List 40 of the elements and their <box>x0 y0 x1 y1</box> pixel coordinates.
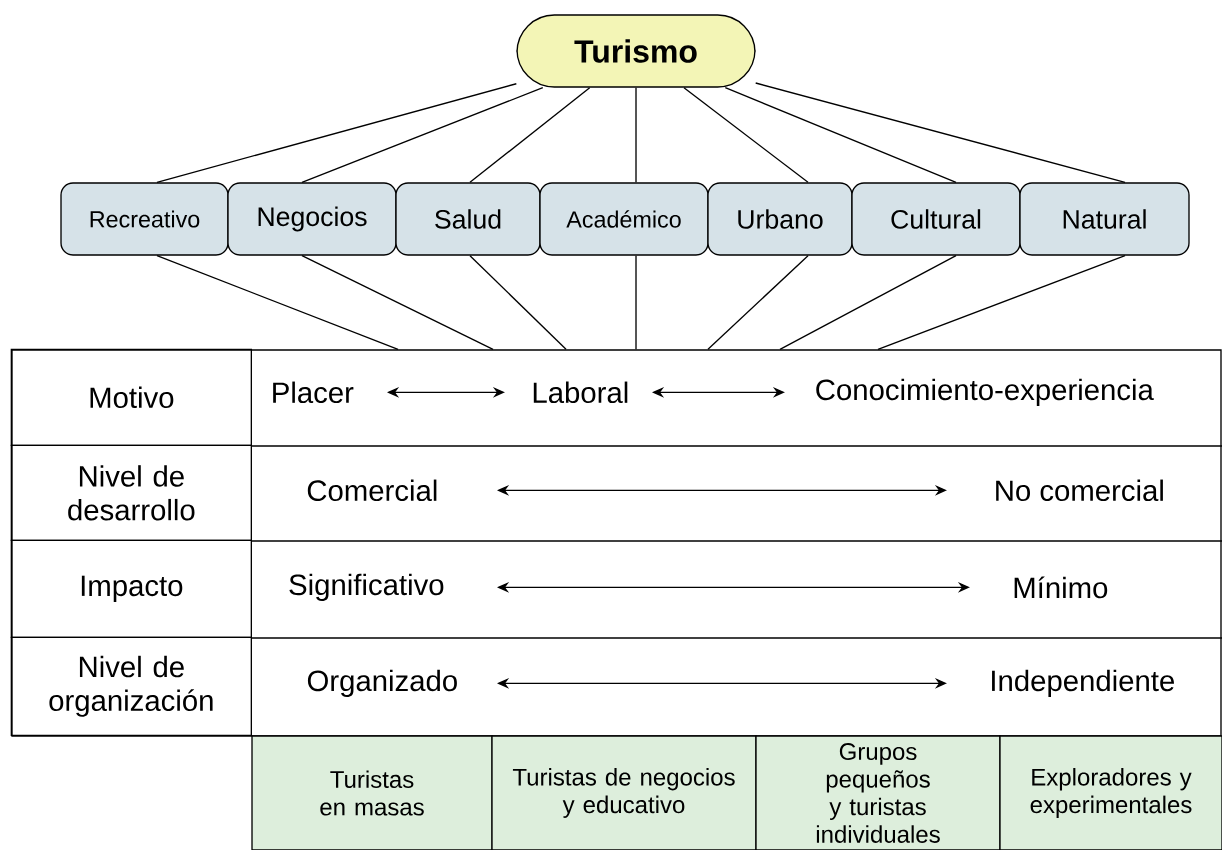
scale-label: Independiente <box>992 669 1174 697</box>
tourist-type-cell: Turistas de negocios y educativo <box>491 735 757 850</box>
connector-line <box>301 87 544 183</box>
category-box: Salud <box>395 182 541 256</box>
category-box: Natural <box>1019 182 1190 256</box>
scale-label: Conocimiento-experiencia <box>816 378 1154 406</box>
tourist-type-cell: Grupos pequeños y turistas individuales <box>755 735 1001 850</box>
connector-line <box>635 87 637 183</box>
scale-label: Significativo <box>289 573 444 601</box>
category-box: Académico <box>539 182 709 256</box>
connector-line <box>469 87 591 183</box>
connector-line <box>301 255 494 350</box>
category-box: Negocios <box>227 182 397 256</box>
scale-label: Mínimo <box>1014 576 1108 599</box>
scale-label: Placer <box>273 381 354 404</box>
connector-line <box>755 82 1126 183</box>
connector-line <box>635 255 637 350</box>
scale-label: Organizado <box>307 669 457 697</box>
category-box: Cultural <box>851 182 1021 256</box>
tourist-type-cell: Turistas en masas <box>251 735 493 850</box>
connector-line <box>683 87 809 183</box>
row-header-cell: Motivo <box>10 348 252 446</box>
category-box: Urbano <box>707 182 853 256</box>
table-frame <box>11 349 1222 737</box>
connector-line <box>779 255 957 350</box>
row-header-cell: Nivel de desarrollo <box>10 444 252 541</box>
connector-line <box>707 255 809 350</box>
connector-line <box>469 255 567 350</box>
row-header-cell: Nivel de organización <box>10 636 252 736</box>
connector-line <box>877 255 1126 350</box>
scale-label: Laboral <box>533 381 628 404</box>
category-box: Recreativo <box>60 182 229 256</box>
tourist-type-cell: Exploradores y experimentales <box>999 735 1222 850</box>
scale-label: No comercial <box>996 479 1163 502</box>
connector-line <box>156 255 399 350</box>
row-header-cell: Impacto <box>10 539 252 638</box>
connector-line <box>156 83 517 183</box>
connector-line <box>724 87 957 183</box>
scale-label: Comercial <box>307 479 437 502</box>
title-box: Turismo <box>516 14 756 88</box>
